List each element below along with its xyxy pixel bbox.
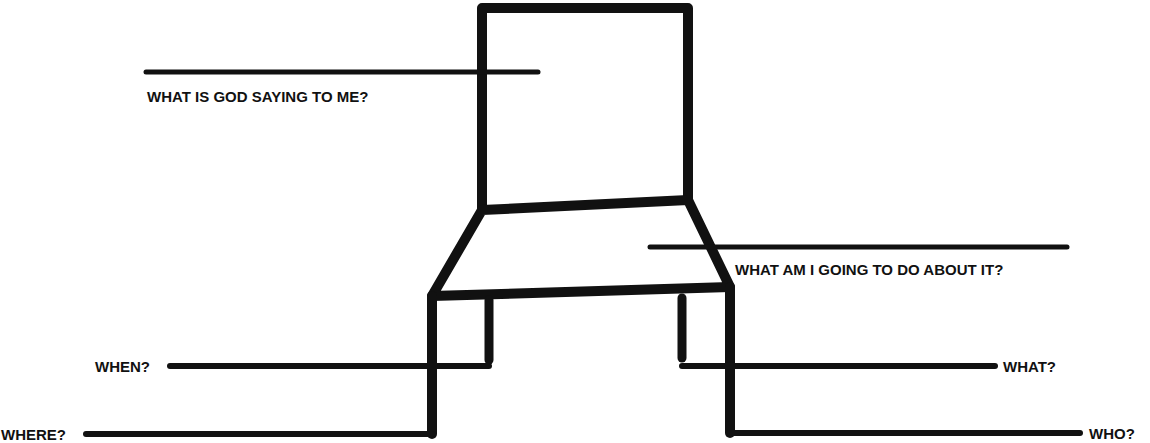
chair-back (482, 8, 688, 210)
leader-line (730, 430, 1080, 436)
chair-leg (485, 300, 494, 360)
callout-label: WHO? (1089, 425, 1135, 442)
leader-line (682, 363, 995, 369)
leader-line (650, 245, 1067, 250)
chair-leg (725, 287, 735, 433)
callout-label: WHERE? (1, 426, 66, 443)
callout-label: WHAT AM I GOING TO DO ABOUT IT? (735, 261, 1003, 278)
leader-line (86, 431, 432, 437)
chair-leg (678, 298, 687, 358)
callout-label: WHEN? (95, 358, 150, 375)
leader-line (146, 70, 538, 75)
leader-line (170, 363, 489, 369)
callout-label: WHAT IS GOD SAYING TO ME? (147, 88, 368, 105)
callout-label: WHAT? (1003, 358, 1056, 375)
